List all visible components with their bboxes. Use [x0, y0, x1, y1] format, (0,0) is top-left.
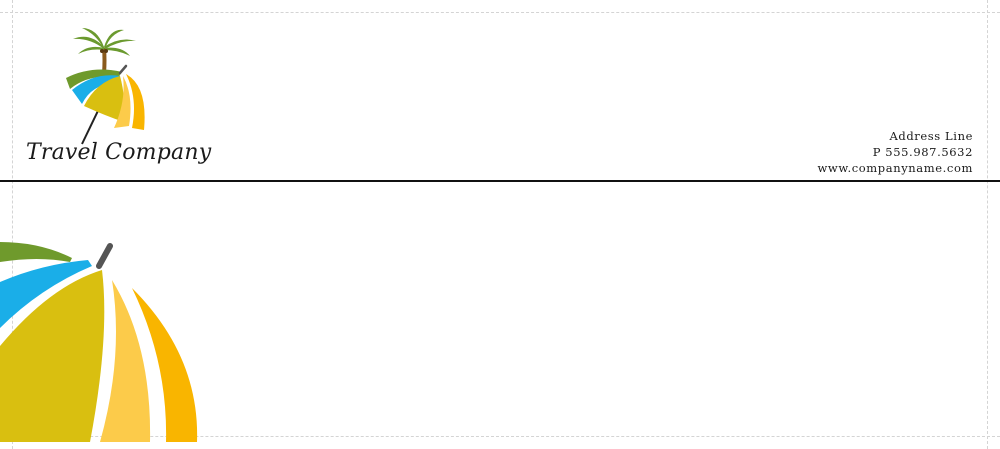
address-line: Address Line [889, 129, 973, 143]
company-logo [60, 26, 155, 152]
phone-number: P 555.987.5632 [872, 145, 973, 159]
left-guide-line [12, 0, 13, 449]
contact-block: Address Line P 555.987.5632 www.companyn… [817, 128, 973, 176]
decorative-umbrella [0, 236, 205, 444]
bottom-guide-line [0, 436, 1000, 437]
palm-tree-umbrella-icon [66, 28, 145, 145]
company-name: Travel Company [26, 140, 212, 165]
right-guide-line [987, 0, 988, 449]
website: www.companyname.com [817, 161, 973, 175]
beach-umbrella-icon [0, 242, 198, 442]
header-rule [0, 180, 1000, 182]
top-guide-line [0, 12, 1000, 13]
